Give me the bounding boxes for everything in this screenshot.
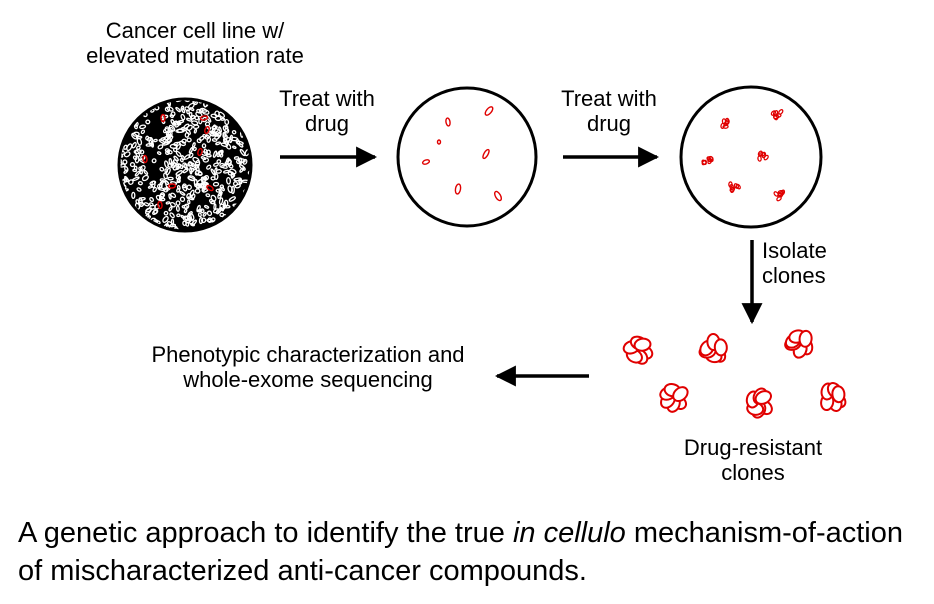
resistant-clones [622, 329, 847, 419]
start-label: Cancer cell line w/ elevated mutation ra… [86, 18, 304, 68]
figure-caption: A genetic approach to identify the true … [18, 517, 904, 587]
isolate-label: Isolate clones [762, 238, 827, 288]
treat-label-2: Treat with drug [561, 86, 657, 136]
phenotypic-label: Phenotypic characterization and whole-ex… [151, 342, 465, 392]
small-colony [728, 181, 741, 194]
small-colony [757, 150, 769, 162]
resistant-cell [157, 200, 163, 210]
small-colony [773, 189, 786, 202]
resistant-clone [659, 383, 689, 413]
surviving-cells-dish [396, 86, 538, 228]
workflow-diagram [117, 85, 847, 419]
resistant-cell [199, 115, 209, 121]
resistant-clone [622, 335, 654, 365]
small-colony [701, 155, 714, 166]
resistant-clone [745, 387, 773, 419]
resistant-cell [167, 183, 177, 189]
resistant-cell [204, 125, 210, 135]
colony-dish [679, 85, 823, 229]
resistant-cell [160, 113, 166, 123]
resistant-cell [197, 147, 203, 157]
resistant-cell [206, 184, 214, 192]
resistant-clone [784, 329, 814, 359]
resistant-clone [820, 382, 847, 413]
dense-cell-dish [117, 97, 253, 233]
small-colony [720, 117, 730, 130]
treat-label-1: Treat with drug [279, 86, 375, 136]
small-colony [770, 109, 784, 121]
resistant-cell [142, 154, 148, 164]
resistant-clones-label: Drug-resistant clones [683, 435, 823, 485]
resistant-clone [698, 333, 728, 364]
